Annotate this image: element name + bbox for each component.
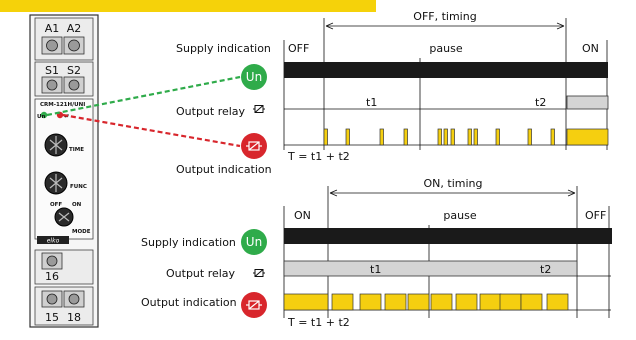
terminal-label-18: 18 (67, 311, 81, 324)
supply-bar-bottom (284, 228, 612, 244)
arrow-head-right-icon (556, 22, 565, 30)
output-pulses-top (323, 128, 609, 146)
relay-coil-icon (253, 269, 265, 277)
diagram-off-timing: Supply indication Output relay Output in… (176, 10, 609, 176)
output-pulse (546, 293, 569, 311)
relay-on-bar-top (566, 95, 609, 110)
led-label-un: Un (37, 114, 45, 120)
arrow-head-right-icon (567, 189, 576, 197)
terminal-label-s2: S2 (67, 64, 81, 77)
supply-badge-label: Un (246, 70, 262, 84)
pause-label-top: pause (429, 42, 462, 55)
output-pulse (331, 293, 354, 311)
supply-indicator-badge (241, 64, 267, 90)
output-pulse (455, 293, 478, 311)
output-pulse (323, 128, 328, 146)
top-banner (0, 0, 376, 12)
output-pulse (467, 128, 472, 146)
state-right-bottom: OFF (585, 209, 606, 222)
formula-top: T = t1 + t2 (287, 150, 350, 163)
output-pulse (520, 293, 543, 311)
terminal-screw-icon (46, 79, 58, 91)
terminal-screw-icon (68, 293, 80, 305)
terminal-label-s1: S1 (45, 64, 59, 77)
relay-coil-icon (253, 105, 265, 113)
output-pulse (473, 128, 478, 146)
output-pulse (359, 293, 382, 311)
terminal-screw-icon (68, 79, 80, 91)
output-pulse (443, 128, 448, 146)
output-pulse (499, 293, 522, 311)
terminal-screw-icon (68, 39, 80, 52)
supply-indicator-badge (241, 229, 267, 255)
led-label-relay: ⮐ (64, 114, 70, 120)
terminal-label-16: 16 (45, 270, 59, 283)
output-pulse (407, 293, 430, 311)
t2-label-top: t2 (535, 96, 546, 109)
knob-grip-icon (58, 212, 70, 222)
t1-label-top: t1 (366, 96, 377, 109)
output-pulse (566, 128, 609, 146)
output-pulse (550, 128, 555, 146)
output-pulses-bottom (283, 293, 569, 311)
output-pulse (283, 293, 329, 311)
state-left-bottom: ON (294, 209, 311, 222)
pause-label-bottom: pause (443, 209, 476, 222)
terminal-screw-icon (46, 293, 58, 305)
supply-badge-label: Un (246, 235, 262, 249)
leader-line-red (62, 113, 241, 148)
t1-label-bottom: t1 (370, 263, 381, 276)
knob-label-mode: MODE (72, 229, 91, 235)
output-pulse (430, 293, 453, 311)
brand-strip (37, 236, 69, 244)
knob-label-func: FUNC (70, 184, 87, 190)
brand-logo: elko (47, 238, 60, 245)
header-label-top: OFF, timing (413, 10, 476, 23)
row-label-supply-top: Supply indication (176, 42, 271, 55)
output-pulse (345, 128, 350, 146)
led-un (40, 111, 48, 119)
leader-line-green (46, 75, 241, 117)
output-pulse (527, 128, 532, 146)
terminal-label-a2: A2 (67, 22, 82, 35)
terminal-label-15: 15 (45, 311, 59, 324)
output-pulse (495, 128, 500, 146)
terminal-label-a1: A1 (45, 22, 60, 35)
output-pulse (479, 293, 502, 311)
formula-bottom: T = t1 + t2 (287, 316, 350, 329)
knob-label-time: TIME (69, 147, 84, 153)
knob-label-off: OFF (50, 202, 62, 208)
output-pulse (379, 128, 384, 146)
state-left-top: OFF (288, 42, 309, 55)
relay-on-bar-bottom (283, 260, 578, 277)
arrow-head-left-icon (325, 22, 334, 30)
output-pulse (450, 128, 455, 146)
arrow-head-left-icon (329, 189, 338, 197)
state-right-top: ON (582, 42, 599, 55)
row-label-supply-bottom: Supply indication (141, 236, 236, 249)
row-label-relay-bottom: Output relay (166, 267, 236, 280)
row-label-output-top: Output indication (176, 163, 272, 176)
relay-device: A1 A2 S1 S2 CRM-121H/UNI Un ⮐ TIME FUNC … (29, 14, 99, 328)
row-label-output-bottom: Output indication (141, 296, 237, 309)
header-label-bottom: ON, timing (424, 177, 483, 190)
relay-coil-icon (246, 300, 262, 310)
output-pulse (437, 128, 442, 146)
relay-coil-icon (246, 141, 262, 151)
device-model: CRM-121H/UNI (40, 102, 85, 108)
output-pulse (403, 128, 408, 146)
terminal-screw-icon (46, 39, 58, 52)
terminal-screw-icon (46, 255, 58, 267)
diagram-on-timing: Supply indication Output relay Output in… (141, 177, 612, 329)
knob-grip-icon (49, 136, 63, 154)
knob-grip-icon (49, 174, 63, 192)
output-pulse (384, 293, 407, 311)
supply-bar-top (284, 62, 608, 78)
row-label-relay-top: Output relay (176, 105, 246, 118)
knob-label-on: ON (72, 202, 82, 208)
t2-label-bottom: t2 (540, 263, 551, 276)
